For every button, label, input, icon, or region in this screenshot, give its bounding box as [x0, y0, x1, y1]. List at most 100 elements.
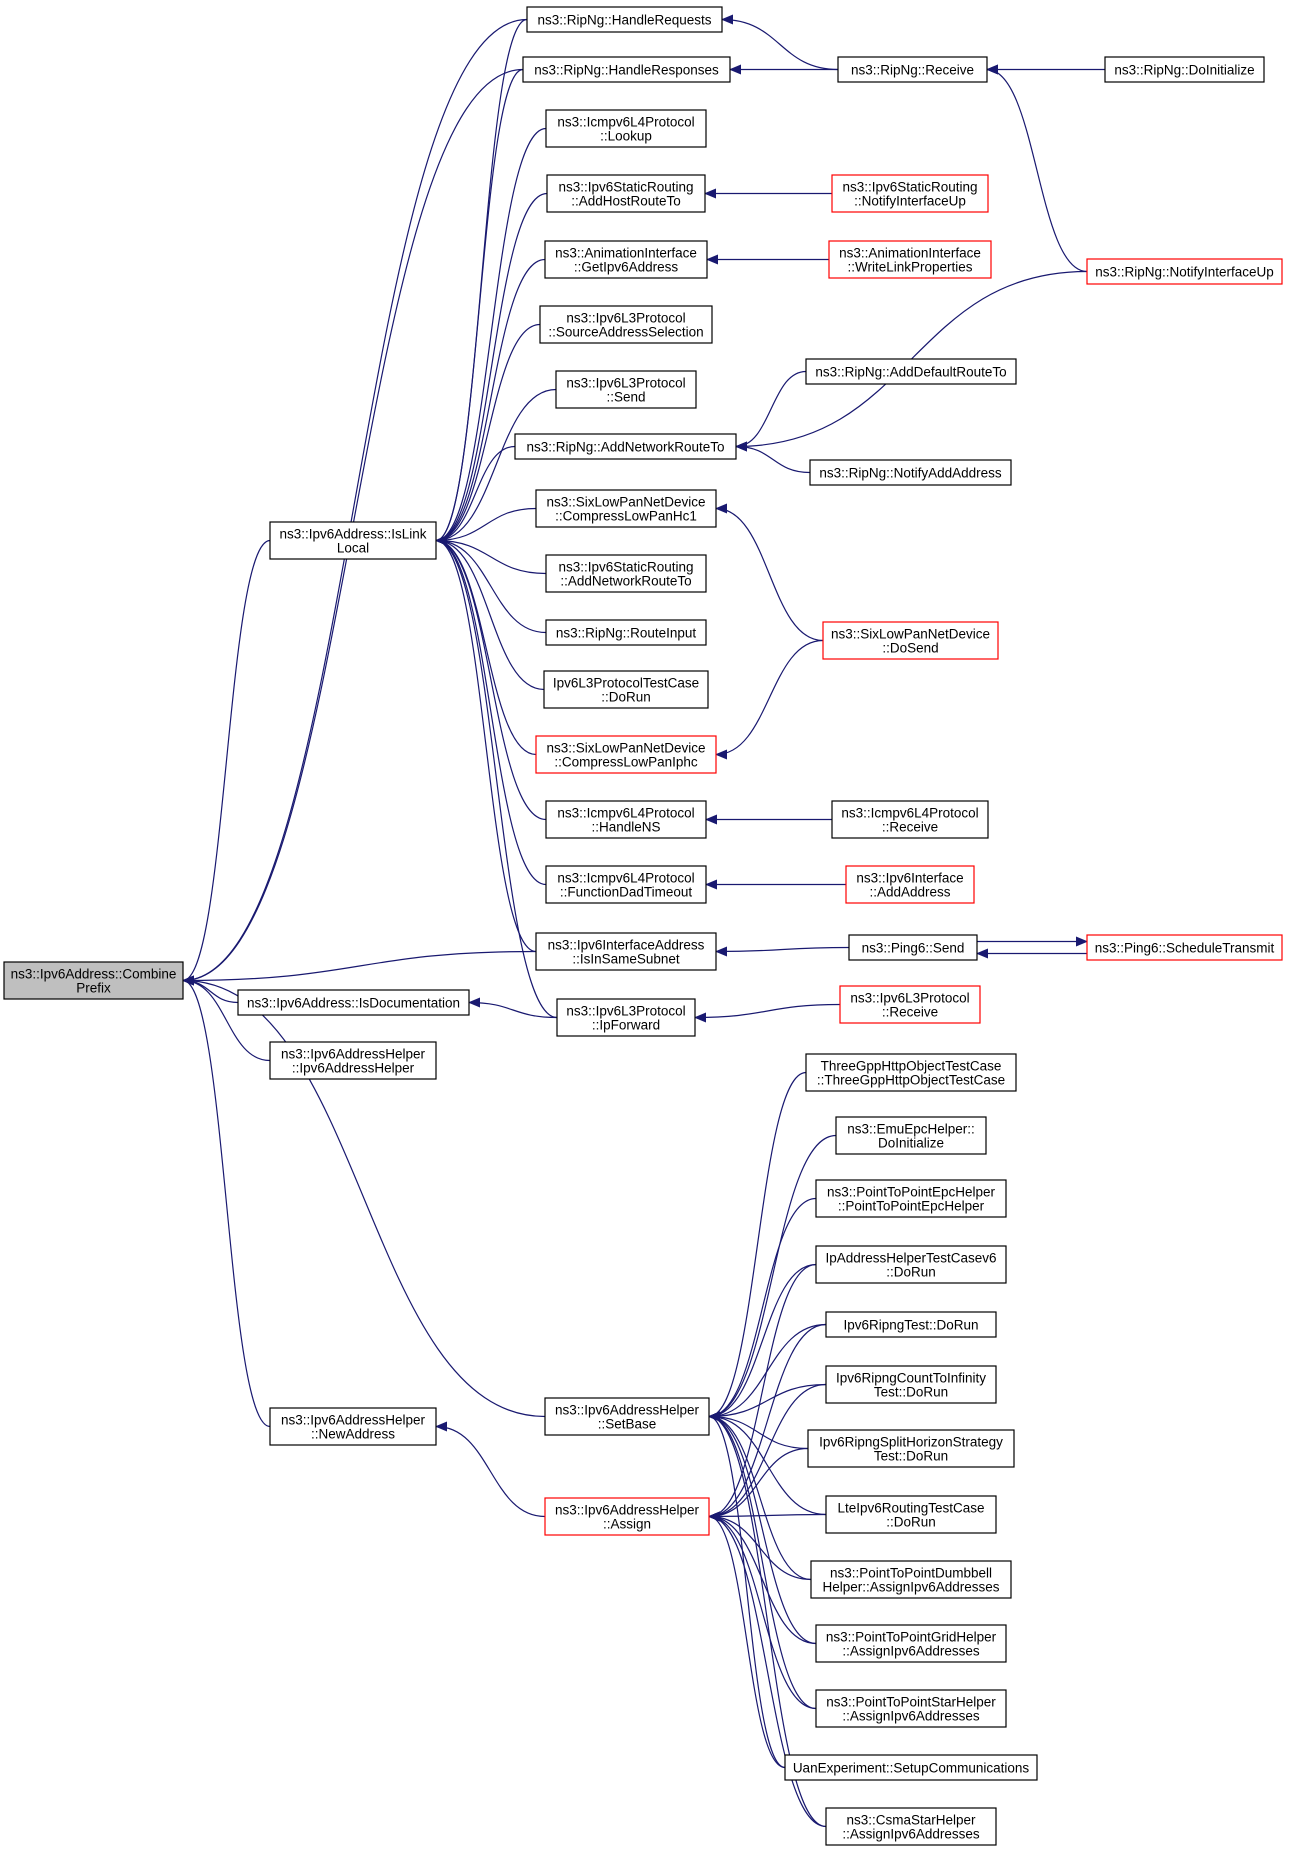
node-sixdosend[interactable]: ns3::SixLowPanNetDevice::DoSend	[822, 621, 999, 660]
node-box-icmplookup[interactable]	[545, 109, 707, 148]
node-isdoc[interactable]: ns3::Ipv6Address::IsDocumentation	[237, 989, 470, 1016]
node-getipv6[interactable]: ns3::AnimationInterface::GetIpv6Address	[544, 240, 708, 279]
node-box-islinklocal[interactable]	[269, 521, 437, 560]
node-box-addhost[interactable]	[546, 174, 706, 213]
node-ping6sched[interactable]: ns3::Ping6::ScheduleTransmit	[1086, 934, 1283, 961]
node-box-csmastar[interactable]	[825, 1807, 997, 1846]
node-box-writelink[interactable]	[828, 240, 992, 279]
node-addnetwork_rip[interactable]: ns3::RipNg::AddNetworkRouteTo	[514, 433, 737, 460]
node-grid[interactable]: ns3::PointToPointGridHelper::AssignIpv6A…	[815, 1624, 1007, 1663]
node-dadtimeout[interactable]: ns3::Icmpv6L4Protocol::FunctionDadTimeou…	[545, 865, 707, 904]
node-iphelpertest[interactable]: IpAddressHelperTestCasev6::DoRun	[815, 1245, 1007, 1284]
node-csmastar[interactable]: ns3::CsmaStarHelper::AssignIpv6Addresses	[825, 1807, 997, 1846]
node-emuepc[interactable]: ns3::EmuEpcHelper::DoInitialize	[835, 1116, 987, 1155]
node-routeinput[interactable]: ns3::RipNg::RouteInput	[545, 619, 707, 646]
node-threegpp[interactable]: ThreeGppHttpObjectTestCase::ThreeGppHttp…	[805, 1053, 1017, 1092]
node-star[interactable]: ns3::PointToPointStarHelper::AssignIpv6A…	[815, 1689, 1007, 1728]
node-box-adddefault[interactable]	[805, 358, 1017, 385]
node-box-icmprecv[interactable]	[831, 800, 989, 839]
node-p2pepc[interactable]: ns3::PointToPointEpcHelper::PointToPoint…	[815, 1179, 1007, 1218]
node-adddefault[interactable]: ns3::RipNg::AddDefaultRouteTo	[805, 358, 1017, 385]
node-box-iphelpertest[interactable]	[815, 1245, 1007, 1284]
node-notifyaddaddr[interactable]: ns3::RipNg::NotifyAddAddress	[809, 459, 1012, 486]
node-box-srcaddrsel[interactable]	[539, 305, 713, 344]
node-box-ripngtest[interactable]	[825, 1311, 997, 1338]
node-setbase[interactable]: ns3::Ipv6AddressHelper::SetBase	[544, 1397, 710, 1436]
node-box-isdoc[interactable]	[237, 989, 470, 1016]
node-issamesubnet[interactable]: ns3::Ipv6InterfaceAddress::IsInSameSubne…	[535, 932, 717, 971]
node-addhost[interactable]: ns3::Ipv6StaticRouting::AddHostRouteTo	[546, 174, 706, 213]
node-assign[interactable]: ns3::Ipv6AddressHelper::Assign	[544, 1497, 710, 1536]
node-box-l3recv[interactable]	[839, 985, 981, 1024]
node-box-notifyaddaddr[interactable]	[809, 459, 1012, 486]
node-box-getipv6[interactable]	[544, 240, 708, 279]
node-writelink[interactable]: ns3::AnimationInterface::WriteLinkProper…	[828, 240, 992, 279]
node-compresshc1[interactable]: ns3::SixLowPanNetDevice::CompressLowPanH…	[535, 489, 717, 528]
node-ripnotifyup[interactable]: ns3::RipNg::NotifyInterfaceUp	[1086, 258, 1283, 285]
node-srcaddrsel[interactable]: ns3::Ipv6L3Protocol::SourceAddressSelect…	[539, 305, 713, 344]
node-box-notifyifup_static[interactable]	[831, 174, 989, 213]
node-box-setbase[interactable]	[544, 1397, 710, 1436]
node-newaddress[interactable]: ns3::Ipv6AddressHelper::NewAddress	[269, 1407, 437, 1446]
node-box-sixdosend[interactable]	[822, 621, 999, 660]
node-box-l3testcase[interactable]	[543, 670, 709, 709]
node-handlereq[interactable]: ns3::RipNg::HandleRequests	[526, 6, 723, 33]
node-l3send[interactable]: ns3::Ipv6L3Protocol::Send	[555, 370, 697, 409]
node-uan[interactable]: UanExperiment::SetupCommunications	[784, 1754, 1038, 1781]
node-box-ipforward[interactable]	[556, 998, 696, 1037]
node-box-ripngdoinit[interactable]	[1104, 56, 1265, 83]
node-box-routeinput[interactable]	[545, 619, 707, 646]
node-box-p2pepc[interactable]	[815, 1179, 1007, 1218]
node-box-ping6sched[interactable]	[1086, 934, 1283, 961]
node-box-compressiphc[interactable]	[535, 735, 717, 774]
node-box-ripngrecv[interactable]	[837, 56, 988, 83]
node-box-splithorizon[interactable]	[807, 1429, 1015, 1468]
node-box-compresshc1[interactable]	[535, 489, 717, 528]
node-box-ripnotifyup[interactable]	[1086, 258, 1283, 285]
node-l3recv[interactable]: ns3::Ipv6L3Protocol::Receive	[839, 985, 981, 1024]
node-compressiphc[interactable]: ns3::SixLowPanNetDevice::CompressLowPanI…	[535, 735, 717, 774]
node-notifyifup_static[interactable]: ns3::Ipv6StaticRouting::NotifyInterfaceU…	[831, 174, 989, 213]
node-box-grid[interactable]	[815, 1624, 1007, 1663]
node-ipforward[interactable]: ns3::Ipv6L3Protocol::IpForward	[556, 998, 696, 1037]
node-box-dumbbell[interactable]	[810, 1560, 1012, 1599]
node-box-emuepc[interactable]	[835, 1116, 987, 1155]
node-box-issamesubnet[interactable]	[535, 932, 717, 971]
node-dumbbell[interactable]: ns3::PointToPointDumbbellHelper::AssignI…	[810, 1560, 1012, 1599]
node-box-addnetwork_rip[interactable]	[514, 433, 737, 460]
node-addnetwork_static[interactable]: ns3::Ipv6StaticRouting::AddNetworkRouteT…	[545, 554, 707, 593]
node-ripngtest[interactable]: Ipv6RipngTest::DoRun	[825, 1311, 997, 1338]
node-ifaceaddaddr[interactable]: ns3::Ipv6Interface::AddAddress	[845, 865, 975, 904]
node-box-threegpp[interactable]	[805, 1053, 1017, 1092]
node-lteipv6[interactable]: LteIpv6RoutingTestCase::DoRun	[825, 1495, 997, 1534]
node-box-lteipv6[interactable]	[825, 1495, 997, 1534]
node-ripngrecv[interactable]: ns3::RipNg::Receive	[837, 56, 988, 83]
node-box-l3send[interactable]	[555, 370, 697, 409]
node-ripngdoinit[interactable]: ns3::RipNg::DoInitialize	[1104, 56, 1265, 83]
node-handlens[interactable]: ns3::Icmpv6L4Protocol::HandleNS	[545, 800, 707, 839]
node-box-ping6send[interactable]	[848, 934, 978, 961]
node-box-star[interactable]	[815, 1689, 1007, 1728]
node-box-helperctor[interactable]	[269, 1041, 437, 1080]
node-icmprecv[interactable]: ns3::Icmpv6L4Protocol::Receive	[831, 800, 989, 839]
node-box-ifaceaddaddr[interactable]	[845, 865, 975, 904]
node-box-handleresp[interactable]	[522, 56, 731, 83]
node-ping6send[interactable]: ns3::Ping6::Send	[848, 934, 978, 961]
node-box-newaddress[interactable]	[269, 1407, 437, 1446]
node-box-root[interactable]	[3, 961, 184, 1000]
node-box-handlereq[interactable]	[526, 6, 723, 33]
node-box-dadtimeout[interactable]	[545, 865, 707, 904]
node-icmplookup[interactable]: ns3::Icmpv6L4Protocol::Lookup	[545, 109, 707, 148]
node-helperctor[interactable]: ns3::Ipv6AddressHelper::Ipv6AddressHelpe…	[269, 1041, 437, 1080]
node-handleresp[interactable]: ns3::RipNg::HandleResponses	[522, 56, 731, 83]
node-box-countinf[interactable]	[825, 1365, 997, 1404]
node-box-addnetwork_static[interactable]	[545, 554, 707, 593]
node-l3testcase[interactable]: Ipv6L3ProtocolTestCase::DoRun	[543, 670, 709, 709]
node-box-uan[interactable]	[784, 1754, 1038, 1781]
node-box-assign[interactable]	[544, 1497, 710, 1536]
node-box-handlens[interactable]	[545, 800, 707, 839]
